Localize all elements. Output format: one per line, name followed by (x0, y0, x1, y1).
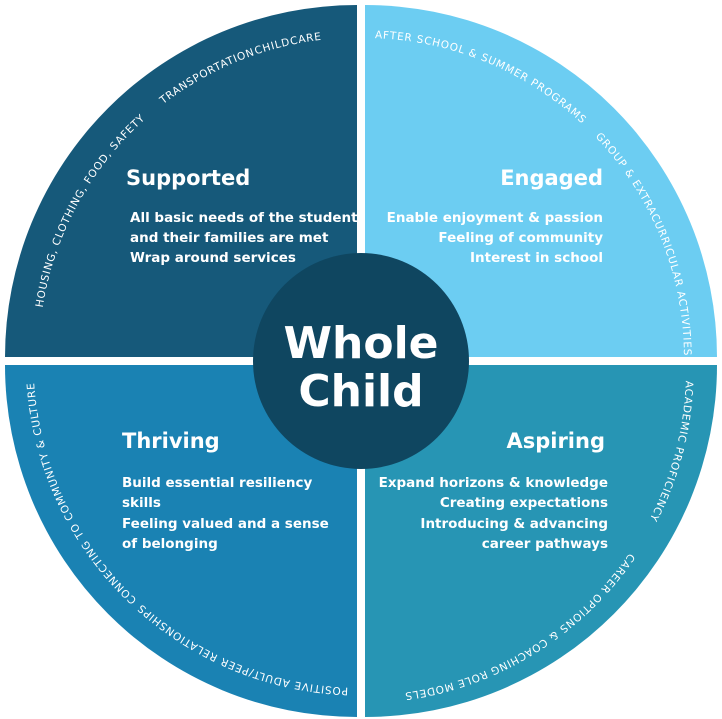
thriving-line-1: Build essential resiliency (122, 475, 313, 491)
thriving-title: Thriving (122, 429, 220, 453)
aspiring-title: Aspiring (506, 429, 605, 453)
supported-line-2: and their families are met (130, 230, 329, 246)
aspiring-line-3: Introducing & advancing (420, 516, 608, 532)
engaged-line-2: Feeling of community (438, 230, 603, 246)
supported-title: Supported (126, 166, 250, 190)
aspiring-line-1: Expand horizons & knowledge (379, 475, 608, 491)
quadrant-engaged (365, 5, 717, 357)
center-circle (253, 253, 469, 469)
quadrant-aspiring (365, 365, 717, 717)
aspiring-line-4: career pathways (482, 536, 608, 552)
thriving-line-3: Feeling valued and a sense (122, 516, 329, 532)
aspiring-line-2: Creating expectations (440, 495, 608, 511)
engaged-line-1: Enable enjoyment & passion (387, 210, 603, 226)
center-title-line2: Child (298, 366, 423, 417)
supported-line-1: All basic needs of the student (130, 210, 358, 226)
engaged-line-3: Interest in school (470, 250, 603, 266)
supported-line-3: Wrap around services (130, 250, 296, 266)
thriving-line-2: skills (122, 495, 161, 511)
thriving-line-4: of belonging (122, 536, 218, 552)
center-title-line1: Whole (283, 318, 438, 369)
quadrant-thriving (5, 365, 357, 717)
engaged-title: Engaged (500, 166, 603, 190)
quadrant-supported (5, 5, 357, 357)
